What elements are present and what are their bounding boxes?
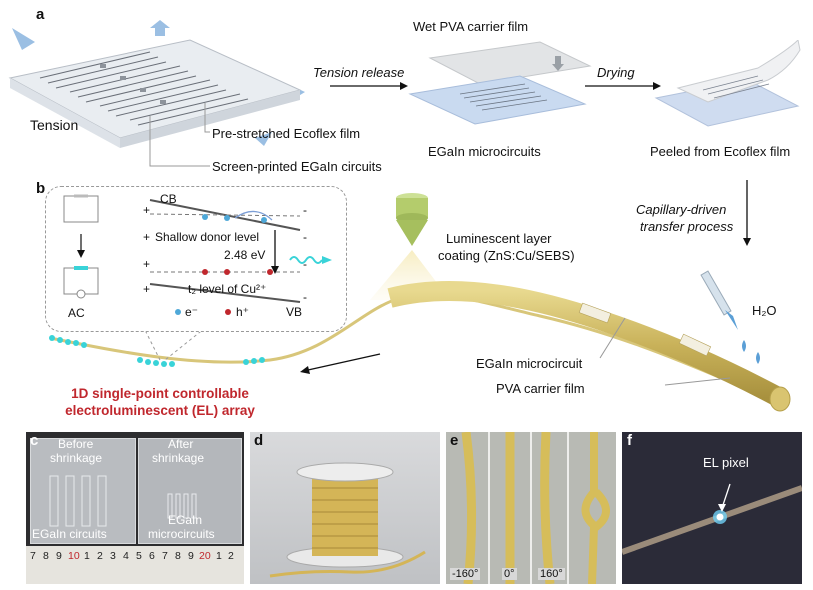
- panel-f-letter: f: [627, 432, 632, 449]
- capillary-transfer-label-line1: Capillary-driven: [636, 202, 727, 217]
- prestretch-platform-illustration: [8, 20, 305, 167]
- after-shrinkage-line1: After: [168, 437, 194, 451]
- panel-d-photo: [250, 432, 440, 584]
- cb-label: CB: [160, 192, 177, 206]
- drying-label: Drying: [597, 65, 635, 80]
- prestretched-ecoflex-label: Pre-stretched Ecoflex film: [212, 126, 361, 141]
- bent-fibers-illustration: [461, 432, 610, 584]
- ruler-num-15: 2: [228, 550, 234, 562]
- ruler-num-5: 2: [97, 550, 103, 562]
- egain-microcircuits-label: EGaIn microcircuits: [428, 144, 541, 159]
- angle-label-160: 160°: [538, 568, 565, 580]
- electron-legend-label: e⁻: [185, 305, 199, 319]
- egain-microcircuit-label: EGaIn microcircuit: [476, 356, 583, 371]
- minus-sign-2: -: [303, 230, 307, 244]
- pva-carrier-film-label: PVA carrier film: [496, 381, 585, 396]
- pva-film-on-microcircuits-illustration: [408, 41, 592, 125]
- ruler-num-4: 1: [84, 550, 90, 562]
- ruler-num-1: 8: [43, 550, 49, 562]
- ruler-num-2: 9: [56, 550, 62, 562]
- angle-label-0: 0°: [502, 568, 517, 580]
- circuit-patterns: [49, 475, 197, 527]
- band-diagram: [63, 194, 332, 315]
- tension-arrow-bottom: [255, 132, 272, 146]
- tension-release-label: Tension release: [313, 65, 405, 80]
- plus-sign-4: +: [143, 282, 151, 296]
- egain-circuits-label: EGaIn circuits: [32, 527, 107, 541]
- capillary-transfer-label-line2: transfer process: [640, 219, 734, 234]
- minus-sign-4: -: [303, 290, 307, 304]
- panel-e-letter: e: [450, 432, 459, 449]
- ac-label: AC: [68, 306, 85, 320]
- water-label: H₂O: [752, 303, 777, 318]
- ruler-numbers: 7 8 9 10 1 2 3 4 5 6 7 8 9 20 1 2: [28, 550, 242, 570]
- tension-release-arrow: [330, 82, 408, 90]
- tension-arrow-topleft: [12, 28, 35, 50]
- peeled-from-ecoflex-label: Peeled from Ecoflex film: [650, 144, 791, 159]
- spool-illustration: [269, 462, 426, 578]
- capillary-transfer-arrow: [743, 180, 751, 246]
- ruler-num-8: 5: [136, 550, 142, 562]
- ruler-num-14: 1: [216, 550, 222, 562]
- panel-c-letter: c: [30, 432, 39, 449]
- ruler-num-0: 7: [30, 550, 36, 562]
- fiber-illustration: [49, 193, 791, 412]
- ruler-num-9: 6: [149, 550, 155, 562]
- ruler: [26, 546, 244, 584]
- egain-microcircuits-c-line1: EGaIn: [168, 513, 203, 527]
- el-pixel-label: EL pixel: [703, 455, 749, 470]
- plus-sign-3: +: [143, 257, 151, 271]
- energy-gap-label: 2.48 eV: [224, 248, 266, 262]
- panel-f-photo: [622, 432, 802, 584]
- t2-level-label: t₂ level of Cu²⁺: [188, 282, 267, 296]
- wet-pva-label: Wet PVA carrier film: [413, 19, 529, 34]
- panel-b-letter: b: [36, 180, 46, 197]
- array-title-line1: 1D single-point controllable: [71, 386, 249, 401]
- screen-printed-egain-label: Screen-printed EGaIn circuits: [212, 159, 382, 174]
- ruler-num-7: 4: [123, 550, 129, 562]
- tension-label: Tension: [30, 117, 79, 133]
- luminescent-layer-label-line2: coating (ZnS:Cu/SEBS): [438, 248, 575, 263]
- peeled-film-illustration: [654, 40, 801, 127]
- after-shrinkage-sample: [138, 438, 242, 544]
- pipette-illustration: [700, 270, 760, 364]
- luminescent-layer-label-line1: Luminescent layer: [446, 231, 552, 246]
- ruler-num-11: 8: [175, 550, 181, 562]
- ruler-num-3: 10: [68, 550, 80, 562]
- panel-d-letter: d: [254, 432, 264, 449]
- ruler-num-12: 9: [188, 550, 194, 562]
- egain-microcircuits-c-line2: microcircuits: [148, 527, 215, 541]
- array-title-line2: electroluminescent (EL) array: [65, 403, 255, 418]
- drying-arrow: [585, 82, 661, 90]
- after-shrinkage-line2: shrinkage: [152, 451, 205, 465]
- ruler-num-6: 3: [110, 550, 116, 562]
- before-shrinkage-line1: Before: [58, 437, 94, 451]
- hole-legend-label: h⁺: [236, 305, 250, 319]
- shallow-donor-label: Shallow donor level: [155, 230, 260, 244]
- el-pixel-illustration: [622, 483, 802, 555]
- ruler-num-13: 20: [199, 550, 211, 562]
- plus-sign-2: +: [143, 230, 151, 244]
- tension-arrow-top: [150, 20, 170, 36]
- panel-a-letter: a: [36, 6, 45, 23]
- minus-sign-1: -: [303, 203, 307, 217]
- ruler-num-10: 7: [162, 550, 168, 562]
- minus-sign-3: -: [303, 257, 307, 271]
- angle-label-neg160: -160°: [450, 568, 481, 580]
- vb-label: VB: [286, 305, 303, 319]
- plus-sign-1: +: [143, 203, 151, 217]
- before-shrinkage-line2: shrinkage: [50, 451, 103, 465]
- coating-nozzle: [396, 193, 428, 246]
- panel-c-photo: [26, 432, 244, 584]
- panel-e-photo: [446, 432, 616, 584]
